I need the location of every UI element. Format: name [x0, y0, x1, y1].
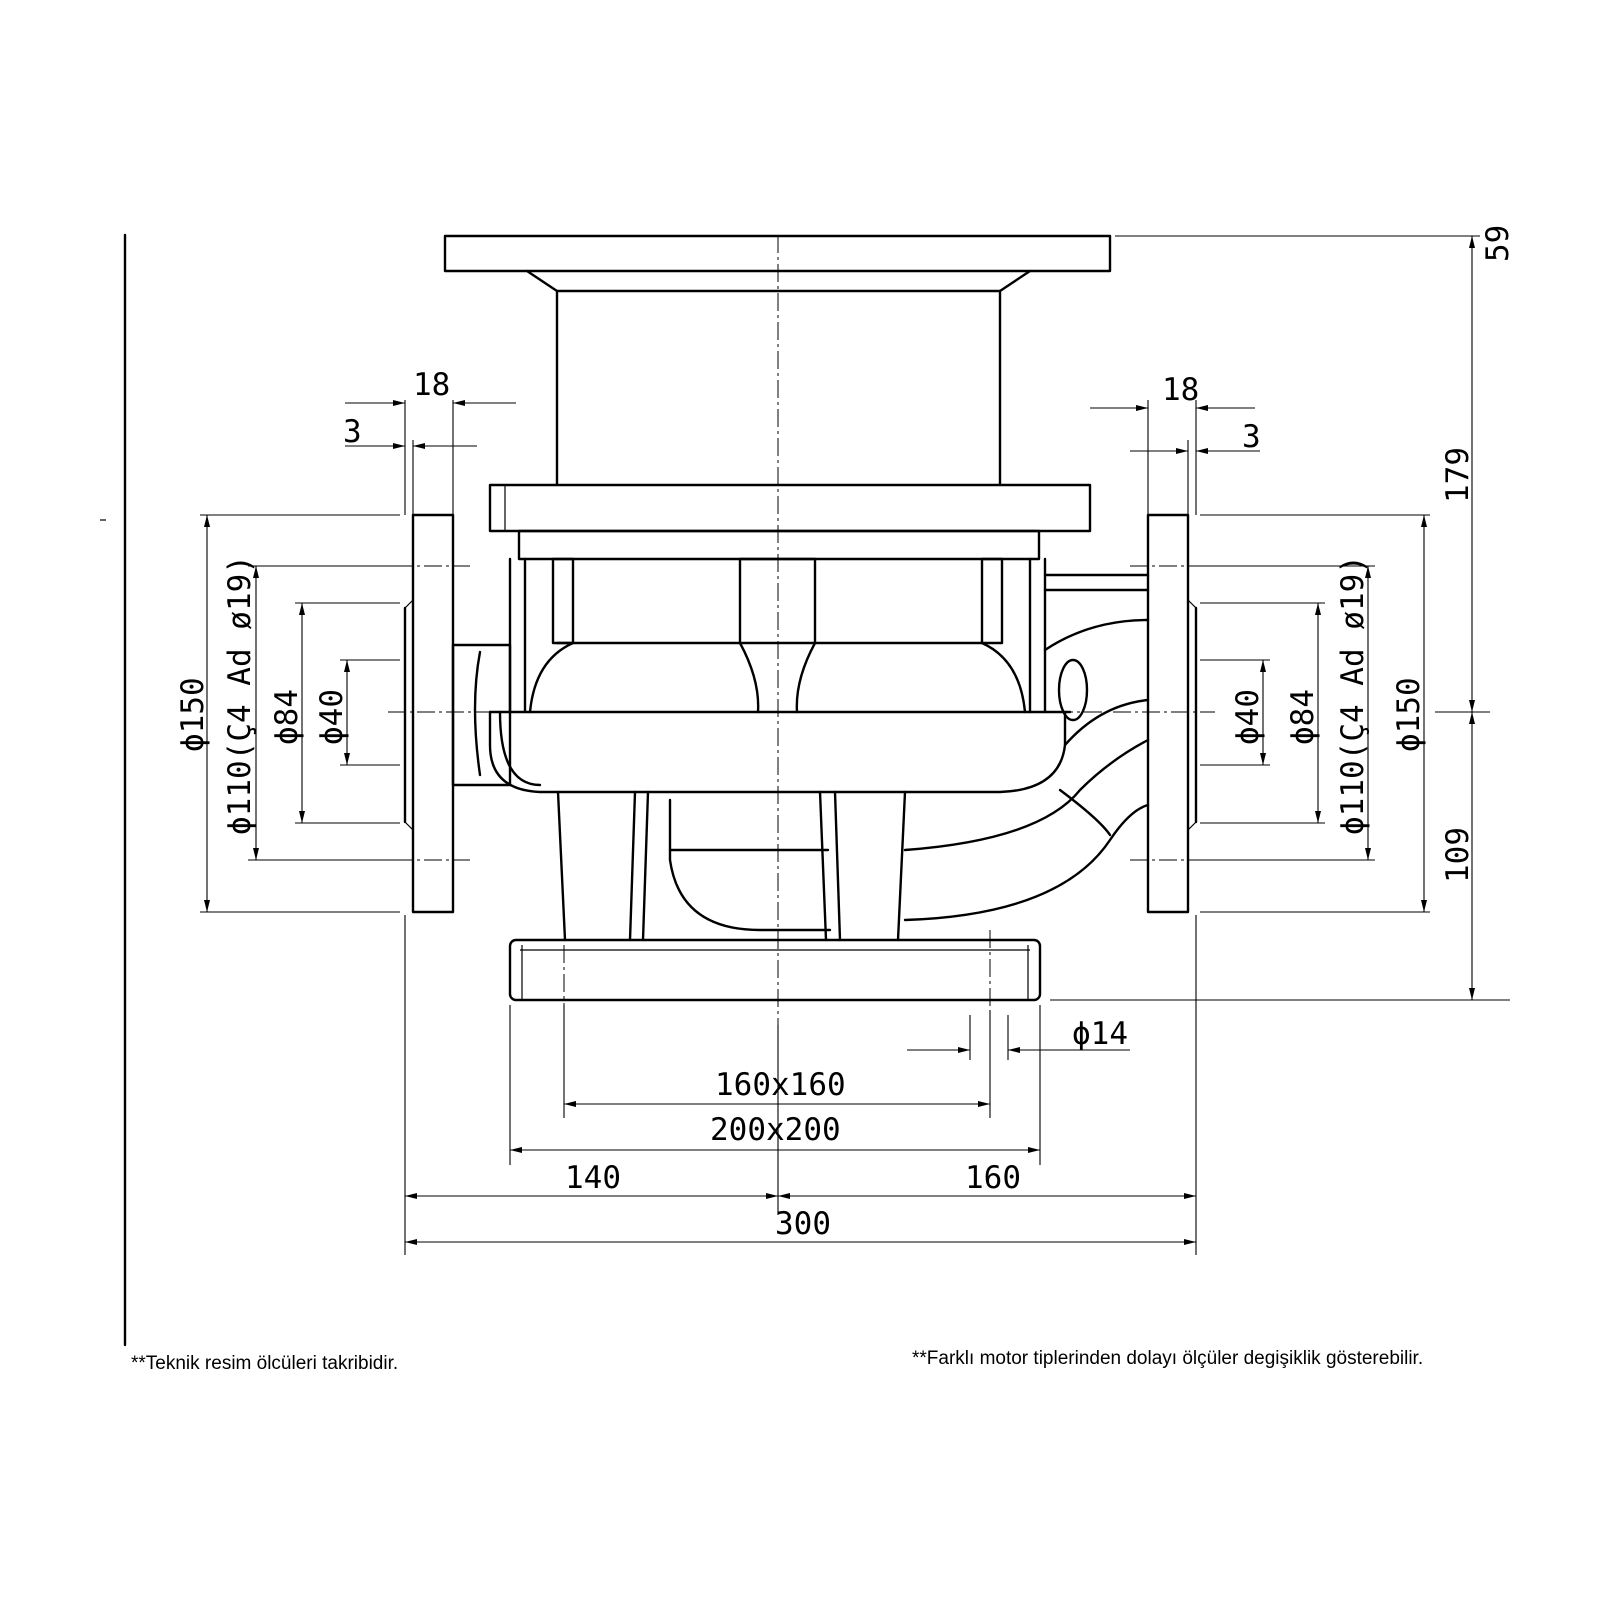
dim-top-left: 18 3 — [343, 367, 516, 515]
outlet-flange-right — [1146, 513, 1198, 914]
inlet-flange-left — [403, 513, 455, 914]
dim-right-diameters: ϕ40 ϕ84 ϕ110(Ç4 Ad ø19) ϕ150 — [1200, 514, 1430, 913]
dim-heights: 179 109 — [1050, 235, 1510, 1001]
dim-label-109: 109 — [1440, 827, 1476, 883]
dim-label-d110-left: ϕ110(Ç4 Ad ø19) — [222, 555, 258, 835]
discharge-pipe — [903, 573, 1150, 922]
dim-label-18-left: 18 — [413, 367, 450, 403]
dim-label-179: 179 — [1440, 447, 1476, 503]
dim-label-59-partial: 59 — [1480, 225, 1510, 262]
dim-label-300: 300 — [775, 1206, 831, 1242]
pump-feet — [556, 790, 907, 942]
dim-label-d40-right: ϕ40 — [1230, 689, 1266, 745]
clipped-dim-layer: 59 — [1480, 225, 1510, 262]
dim-label-d14: ϕ14 — [1072, 1016, 1128, 1052]
dim-label-d84-left: ϕ84 — [269, 689, 305, 745]
dim-top-right: 18 3 — [1090, 372, 1261, 515]
clip-region-right: 59 **Farklı motor tiplerinden dolayı ölç… — [912, 225, 1510, 1369]
dim-label-200x200: 200x200 — [710, 1112, 841, 1148]
dim-label-140: 140 — [565, 1160, 621, 1196]
dim-label-d150-right: ϕ150 — [1391, 677, 1427, 752]
dim-label-d84-right: ϕ84 — [1285, 689, 1321, 745]
dim-label-d110-right: ϕ110(Ç4 Ad ø19) — [1335, 555, 1371, 835]
dim-label-3-right: 3 — [1242, 419, 1261, 455]
note-left: **Teknik resim ölcüleri takribidir. — [131, 1353, 399, 1374]
dim-label-18-right: 18 — [1162, 372, 1199, 408]
dim-label-160: 160 — [965, 1160, 1021, 1196]
note-right: **Farklı motor tiplerinden dolayı ölçüle… — [912, 1348, 1424, 1369]
dim-bottom: ϕ14 160x160 200x200 140 160 300 — [404, 915, 1197, 1255]
dim-label-3-left: 3 — [343, 414, 362, 450]
dim-label-160x160: 160x160 — [715, 1067, 846, 1103]
dim-label-d40-left: ϕ40 — [314, 689, 350, 745]
base-plate — [508, 938, 1042, 1002]
motor-housing — [525, 269, 1032, 486]
dim-label-d150-left: ϕ150 — [175, 677, 211, 752]
dim-left-diameters: ϕ150 ϕ110(Ç4 Ad ø19) ϕ84 ϕ40 — [175, 514, 400, 913]
center-lines — [388, 235, 1215, 1025]
